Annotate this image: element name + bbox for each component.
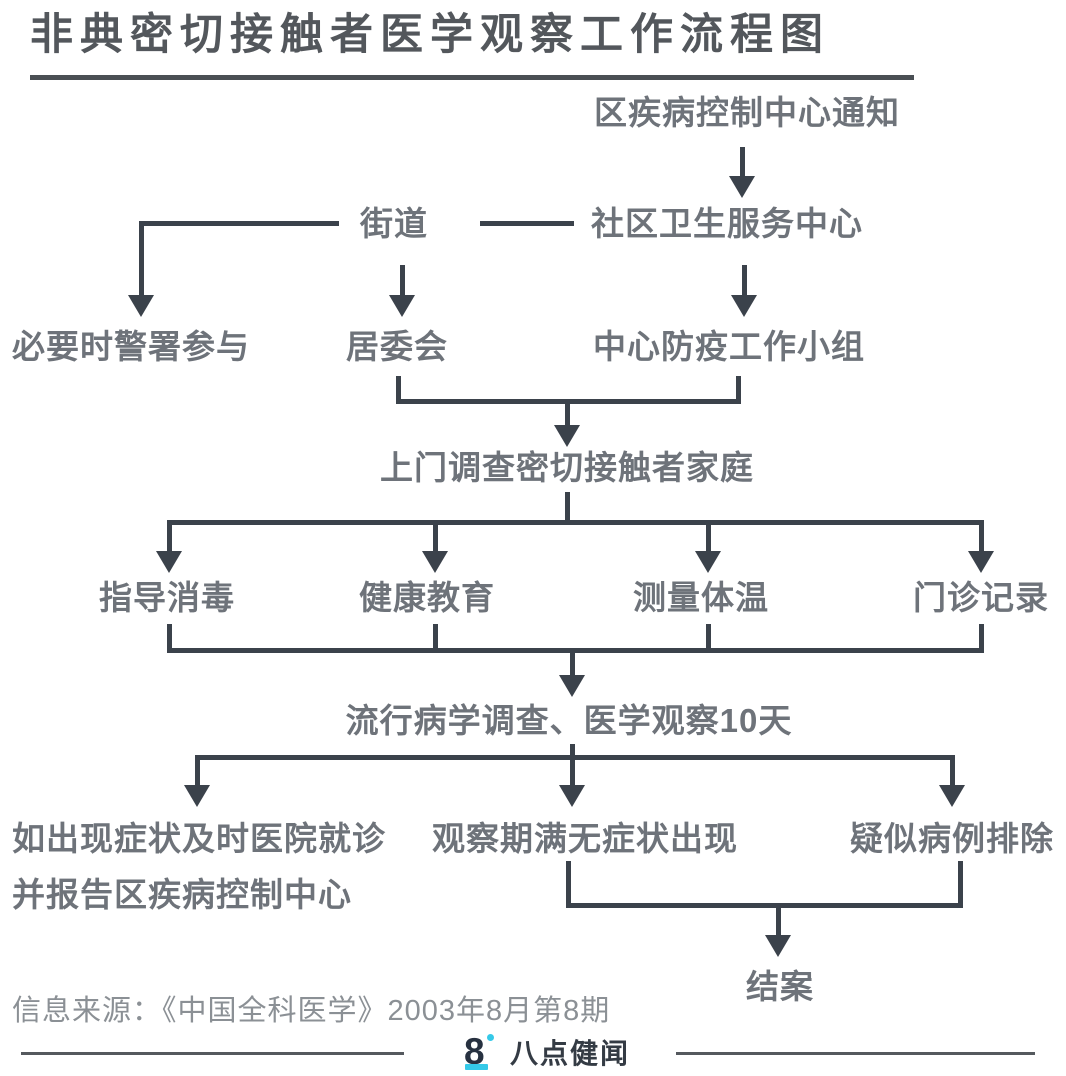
- arrow-to-outpatient-head: [968, 551, 994, 573]
- brand-logo-8-icon: 8: [464, 1031, 485, 1072]
- node-home-visit: 上门调查密切接触者家庭: [380, 449, 754, 486]
- merge3-stub-right: [958, 861, 963, 908]
- arrow-community-to-team-stem: [742, 265, 747, 297]
- node-outpatient-record: 门诊记录: [913, 579, 1049, 616]
- merge1-arrow-stem: [565, 399, 570, 427]
- arrow-to-no-symptoms-head: [559, 785, 585, 807]
- node-measure-temperature: 测量体温: [633, 579, 769, 616]
- merge3-stub-left: [566, 861, 571, 908]
- branch-street-to-police-vline: [139, 221, 144, 297]
- node-neighborhood-committee: 居委会: [346, 328, 448, 365]
- node-guide-disinfection: 指导消毒: [99, 579, 235, 616]
- distributor1-hline: [167, 520, 984, 525]
- distributor2-stem-2: [570, 755, 575, 787]
- node-health-education: 健康教育: [359, 579, 495, 616]
- footer-divider-right: [676, 1052, 1035, 1055]
- footer-divider-left: [21, 1052, 404, 1055]
- merge2-stub-4: [979, 624, 984, 653]
- node-suspected-excluded: 疑似病例排除: [850, 820, 1054, 857]
- distributor2-stem-1: [195, 755, 200, 787]
- node-center-epidemic-team: 中心防疫工作小组: [593, 328, 865, 365]
- node-street: 街道: [360, 205, 428, 242]
- arrow-to-temperature-head: [695, 551, 721, 573]
- source-note: 信息来源：《中国全科医学》2003年8月第8期: [12, 995, 611, 1027]
- distributor2-feed: [570, 744, 575, 758]
- merge3-arrow-head: [765, 935, 791, 957]
- arrow-street-to-committee-head: [389, 295, 415, 317]
- node-symptoms-line1: 如出现症状及时医院就诊: [12, 820, 386, 857]
- arrow-street-to-committee-stem: [400, 265, 405, 297]
- arrow-to-suspected-head: [939, 785, 965, 807]
- arrow-to-health-education-head: [422, 551, 448, 573]
- merge2-arrow-stem: [570, 648, 575, 677]
- connector-street-community: [480, 221, 574, 226]
- branch-street-to-police-hline: [139, 221, 339, 226]
- page-title: 非典密切接触者医学观察工作流程图: [30, 11, 830, 59]
- merge2-hline: [167, 648, 984, 653]
- merge1-arrow-head: [554, 425, 580, 447]
- brand-name: 八点健闻: [510, 1038, 631, 1069]
- node-medical-observation: 流行病学调查、医学观察10天: [345, 702, 793, 739]
- merge2-stub-1: [167, 624, 172, 653]
- distributor1-stem-2: [433, 520, 438, 553]
- merge1-stub-left: [396, 376, 401, 404]
- merge2-stub-3: [706, 624, 711, 653]
- merge3-arrow-stem: [776, 903, 781, 937]
- node-community-health-center: 社区卫生服务中心: [591, 205, 863, 242]
- node-police-participation: 必要时警署参与: [12, 328, 250, 365]
- distributor1-stem-3: [706, 520, 711, 553]
- distributor1-stem-1: [167, 520, 172, 553]
- brand-logo-bar-icon: [465, 1064, 488, 1070]
- node-district-cdc-notice: 区疾病控制中心通知: [594, 94, 900, 131]
- arrow-to-symptoms-head: [184, 785, 210, 807]
- distributor1-feed: [565, 492, 570, 523]
- distributor2-stem-3: [950, 755, 955, 787]
- brand-logo-dot-icon: [487, 1034, 494, 1041]
- arrow-cdc-to-community-stem: [740, 147, 745, 178]
- arrow-to-disinfection-head: [156, 551, 182, 573]
- merge2-stub-2: [433, 624, 438, 653]
- arrow-cdc-to-community-head: [729, 176, 755, 198]
- merge2-arrow-head: [559, 675, 585, 697]
- merge3-hline: [566, 903, 963, 908]
- arrow-to-police-head: [128, 295, 154, 317]
- arrow-community-to-team-head: [731, 295, 757, 317]
- node-symptoms-line2: 并报告区疾病控制中心: [12, 876, 352, 913]
- distributor1-stem-4: [979, 520, 984, 553]
- title-underline: [30, 75, 914, 80]
- distributor2-hline: [195, 755, 955, 760]
- node-observation-complete: 观察期满无症状出现: [432, 820, 738, 857]
- node-case-closed: 结案: [746, 968, 814, 1005]
- merge1-stub-right: [736, 376, 741, 404]
